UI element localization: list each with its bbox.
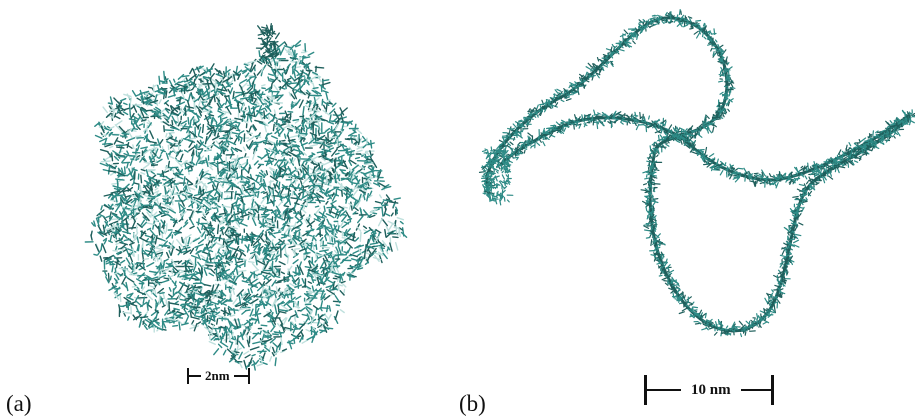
- globular-molecule-image: [84, 23, 408, 371]
- scale-bar-line: [647, 389, 681, 391]
- scale-bar-b: 10 nm: [644, 375, 774, 405]
- panel-b: 10 nm (b): [455, 0, 915, 419]
- panel-a: 2nm (a): [0, 0, 440, 419]
- scale-bar-a: 2nm: [187, 368, 250, 384]
- panel-label-a: (a): [6, 391, 32, 416]
- scale-bar-label: 10 nm: [691, 381, 731, 398]
- scale-bar-tick-left: [644, 375, 647, 405]
- scale-bar-tick-right: [770, 375, 774, 405]
- scale-bar-tick-right: [247, 368, 250, 384]
- coiled-chain-molecule-image: [478, 9, 915, 338]
- scale-bar-line: [740, 389, 771, 391]
- scale-bar-label: 2nm: [205, 368, 230, 383]
- panel-label-b: (b): [459, 391, 486, 416]
- scale-bar-line: [189, 375, 201, 377]
- scale-bar-tick-left: [187, 368, 189, 384]
- scale-bar-line: [233, 375, 248, 377]
